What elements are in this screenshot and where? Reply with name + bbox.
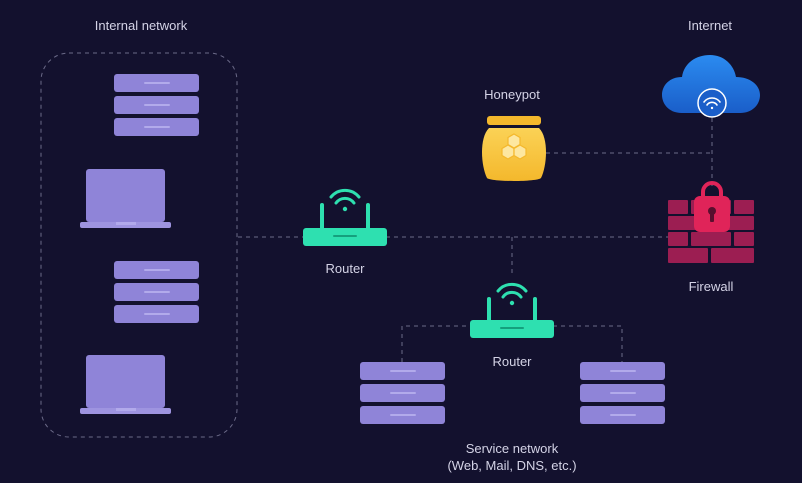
cloud-icon [662, 55, 760, 118]
internal-network-label: Internal network [94, 18, 188, 33]
server-icon [114, 261, 199, 323]
laptop-icon [80, 169, 171, 228]
server-icon [114, 74, 199, 136]
connectors [238, 118, 713, 362]
wifi-icon [329, 188, 361, 212]
router-icon [303, 188, 387, 246]
router-top-label: Router [325, 261, 365, 276]
connector-router2-services [401, 325, 623, 362]
server-icon [360, 362, 445, 424]
wifi-icon [496, 282, 528, 306]
server-icon [580, 362, 665, 424]
honeypot-label: Honeypot [484, 87, 540, 102]
laptop-icon [80, 355, 171, 414]
internet-label: Internet [687, 18, 733, 33]
router-icon [470, 282, 554, 338]
honeypot-icon [482, 116, 546, 181]
internal-network-group [40, 52, 238, 438]
service-network-sublabel: (Web, Mail, DNS, etc.) [447, 458, 577, 473]
wifi-icon [703, 97, 721, 110]
service-network-label: Service network [465, 441, 559, 456]
firewall-label: Firewall [688, 279, 734, 294]
router-bottom-label: Router [492, 354, 532, 369]
lock-icon [694, 181, 730, 232]
